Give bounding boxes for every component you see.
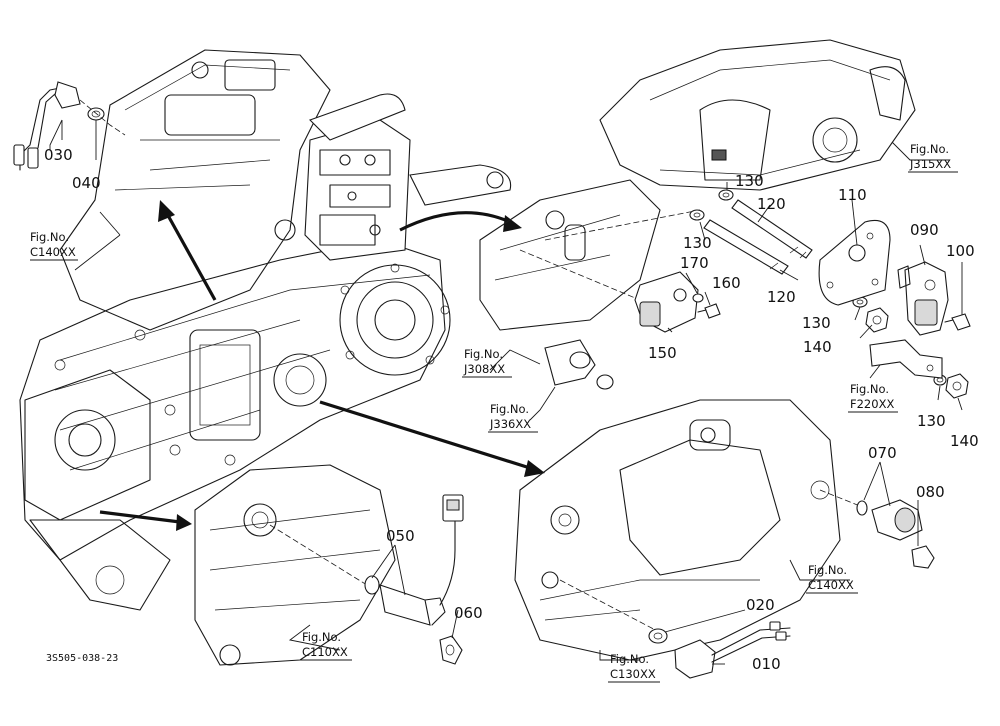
- callout-100: 100: [946, 242, 975, 260]
- sensor-070: [871, 499, 923, 541]
- sensor-010: [674, 621, 791, 679]
- part-callouts: 030 040 110 120 130 130 170 160 120 130 …: [44, 146, 979, 673]
- svg-text:Fig.No.: Fig.No.: [910, 142, 949, 156]
- callout-170: 170: [680, 254, 709, 272]
- oring-070: [856, 500, 868, 516]
- figref-j308: Fig.No. J308XX: [462, 347, 512, 378]
- sensor-030-group: [13, 81, 126, 171]
- svg-text:F220XX: F220XX: [850, 397, 894, 411]
- figref-c110: Fig.No. C110XX: [300, 630, 352, 661]
- svg-text:Fig.No.: Fig.No.: [30, 230, 69, 244]
- callout-140b: 140: [950, 432, 979, 450]
- svg-text:C140XX: C140XX: [808, 578, 854, 592]
- callout-120a: 120: [757, 195, 786, 213]
- figref-c130: Fig.No. C130XX: [608, 652, 660, 683]
- sensor-050: [379, 494, 464, 626]
- callout-040: 040: [72, 174, 101, 192]
- sleeve-j336: [544, 339, 614, 390]
- figref-c140-top: Fig.No. C140XX: [30, 230, 78, 261]
- callout-010: 010: [752, 655, 781, 673]
- drawing-code: 3S505-038-23: [46, 653, 118, 664]
- callout-050: 050: [386, 527, 415, 545]
- svg-text:J315XX: J315XX: [909, 157, 951, 171]
- direction-arrows: [99, 200, 545, 531]
- callout-030: 030: [44, 146, 73, 164]
- svg-text:C130XX: C130XX: [610, 667, 656, 681]
- oring-170: [692, 293, 704, 303]
- svg-text:Fig.No.: Fig.No.: [808, 563, 847, 577]
- svg-text:Fig.No.: Fig.No.: [610, 652, 649, 666]
- plug-080: [911, 545, 935, 569]
- callout-070: 070: [868, 444, 897, 462]
- figref-c140-bottom: Fig.No. C140XX: [806, 563, 858, 594]
- svg-text:J336XX: J336XX: [489, 417, 531, 431]
- callout-150: 150: [648, 344, 677, 362]
- callout-080: 080: [916, 483, 945, 501]
- figref-f220: Fig.No. F220XX: [848, 382, 898, 413]
- plug-060: [439, 635, 463, 665]
- callout-060: 060: [454, 604, 483, 622]
- bolt-160: [697, 303, 721, 319]
- callout-120b: 120: [767, 288, 796, 306]
- plate-f220: [869, 339, 943, 379]
- svg-text:Fig.No.: Fig.No.: [490, 402, 529, 416]
- figref-j315: Fig.No. J315XX: [908, 142, 958, 173]
- svg-text:C140XX: C140XX: [30, 245, 76, 259]
- stud-120: [703, 199, 813, 275]
- callout-130b: 130: [683, 234, 712, 252]
- callout-130a: 130: [735, 172, 764, 190]
- svg-text:J308XX: J308XX: [463, 362, 505, 376]
- leader-lines: [49, 119, 963, 665]
- sensor-090: [897, 261, 949, 336]
- svg-text:Fig.No.: Fig.No.: [302, 630, 341, 644]
- transmission-housing: [19, 49, 512, 611]
- oring-050: [364, 575, 380, 595]
- rear-housing-detail: [479, 39, 916, 331]
- svg-text:C110XX: C110XX: [302, 645, 348, 659]
- callout-020: 020: [746, 596, 775, 614]
- callout-140a: 140: [803, 338, 832, 356]
- figref-j336: Fig.No. J336XX: [488, 402, 538, 433]
- washer-020: [648, 628, 668, 644]
- bracket-110: [818, 219, 891, 306]
- rear-axle-housing: [514, 399, 871, 661]
- callout-160: 160: [712, 274, 741, 292]
- bolt-100: [944, 313, 971, 331]
- svg-text:Fig.No.: Fig.No.: [850, 382, 889, 396]
- callout-090: 090: [910, 221, 939, 239]
- callout-130c: 130: [802, 314, 831, 332]
- front-housing-detail: [194, 464, 396, 666]
- svg-text:Fig.No.: Fig.No.: [464, 347, 503, 361]
- sensor-150: [634, 271, 699, 333]
- callout-110: 110: [838, 186, 867, 204]
- fig-references: Fig.No. C140XX Fig.No. J315XX Fig.No. J3…: [30, 142, 958, 683]
- callout-130d: 130: [917, 412, 946, 430]
